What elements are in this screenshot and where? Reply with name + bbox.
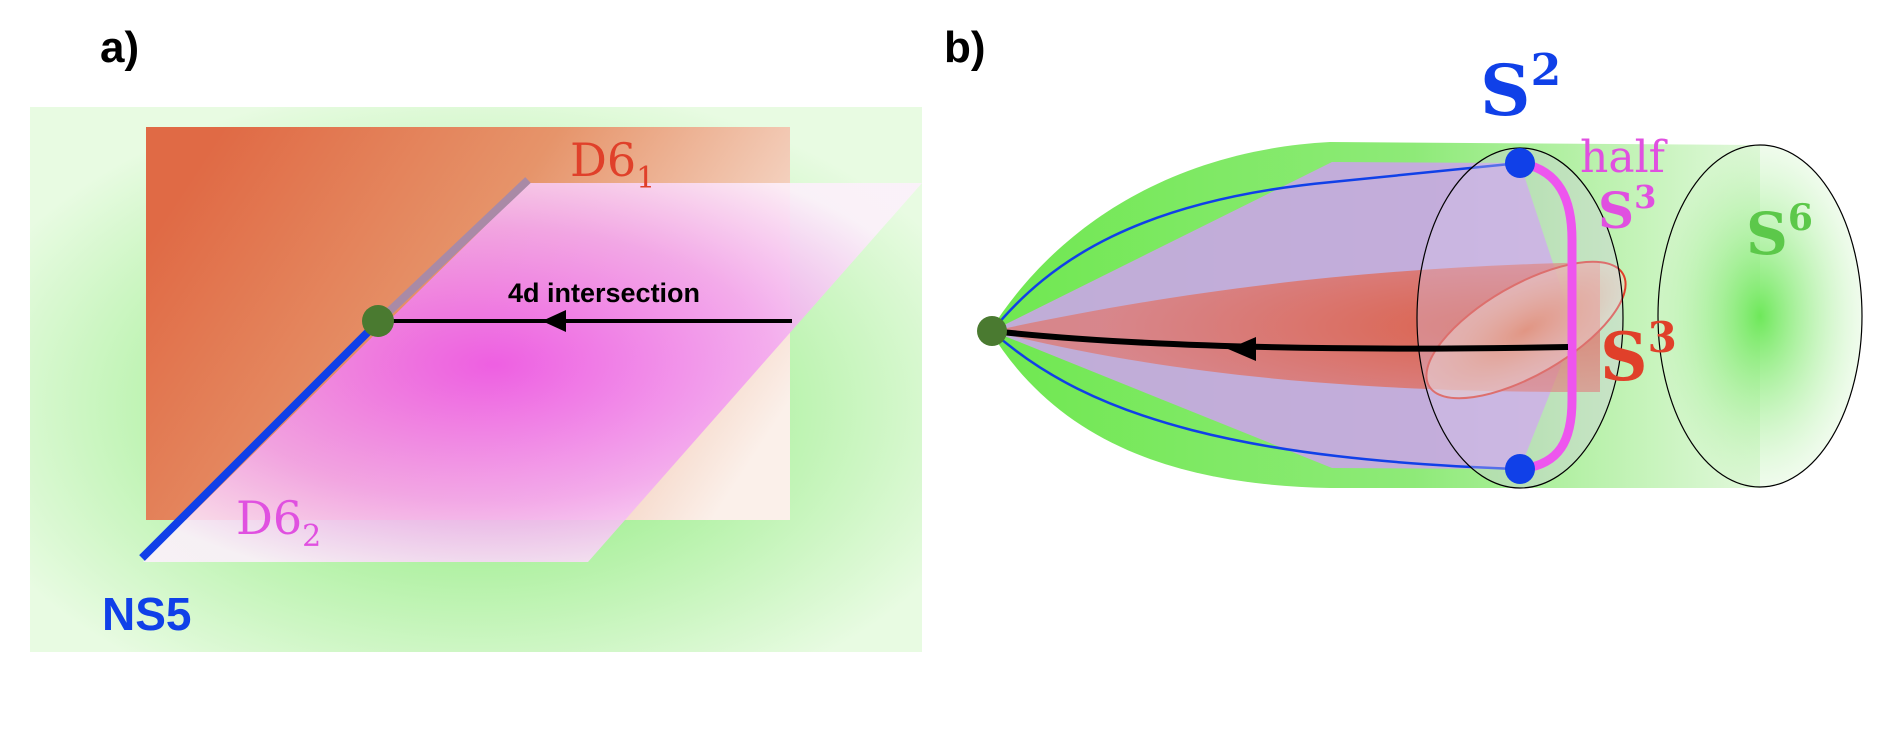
flow-curve	[991, 328, 1569, 352]
half-s3-label: S3	[1598, 178, 1656, 240]
d6-1-label: D61	[570, 133, 655, 196]
panel-b-label: b)	[944, 23, 986, 72]
s2-outline	[991, 161, 1521, 471]
apex-point	[977, 316, 1007, 346]
ns5-line	[139, 319, 381, 561]
d6-2-brane	[143, 183, 922, 562]
s2-south-pole	[1505, 454, 1535, 484]
d6-2-label: D62	[236, 491, 321, 554]
s2-sphere	[1416, 147, 1624, 489]
intersection-arrowhead	[542, 310, 566, 332]
s6-label: S6	[1746, 197, 1813, 268]
ns5-label: NS5	[102, 588, 191, 640]
intersection-label: 4d intersection	[508, 278, 700, 308]
s2-label: S2	[1480, 45, 1561, 132]
panel-a-label: a)	[100, 23, 139, 72]
flow-arrowhead	[1228, 337, 1256, 361]
half-label: half	[1580, 132, 1668, 183]
half-s3-arc	[1519, 158, 1577, 474]
s3-label: S3	[1600, 313, 1677, 396]
intersection-point	[362, 305, 394, 337]
s2-north-pole	[1505, 148, 1535, 178]
d6-1-edge	[375, 177, 531, 325]
s6-sphere	[1657, 144, 1863, 488]
